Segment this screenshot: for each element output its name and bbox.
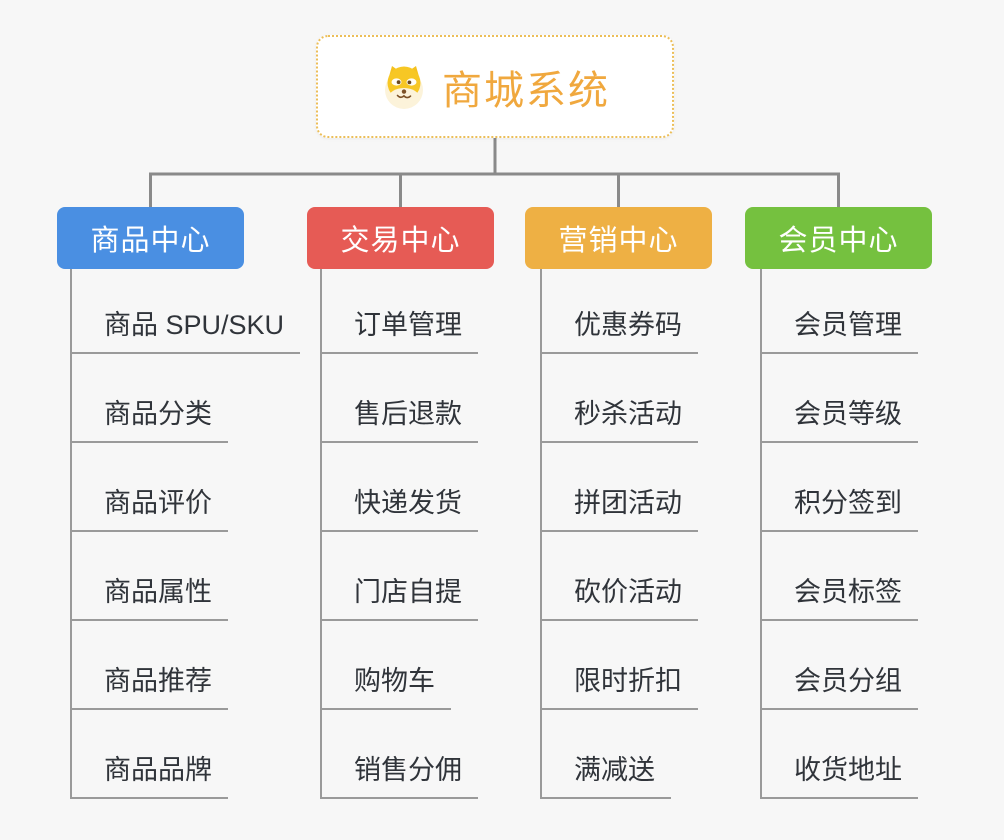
- child-cell: 会员标签: [762, 532, 918, 621]
- child-cell: 销售分佣: [322, 710, 478, 799]
- child-node[interactable]: 积分签到: [762, 481, 918, 532]
- child-node[interactable]: 会员分组: [762, 659, 918, 710]
- child-cell: 快递发货: [322, 443, 478, 532]
- child-cell: 收货地址: [762, 710, 918, 799]
- doge-icon: [385, 65, 423, 109]
- branch-marketing-center[interactable]: 营销中心: [525, 207, 712, 269]
- child-cell: 会员分组: [762, 621, 918, 710]
- branch-product-center[interactable]: 商品中心: [57, 207, 244, 269]
- child-cell: 门店自提: [322, 532, 478, 621]
- child-node[interactable]: 订单管理: [322, 303, 478, 354]
- branch-trade-center[interactable]: 交易中心: [307, 207, 494, 269]
- child-node[interactable]: 快递发货: [322, 481, 478, 532]
- child-cell: 会员等级: [762, 354, 918, 443]
- child-cell: 购物车: [322, 621, 478, 710]
- child-cell: 积分签到: [762, 443, 918, 532]
- child-node[interactable]: 秒杀活动: [542, 392, 698, 443]
- child-cell: 优惠券码: [542, 265, 698, 354]
- child-cell: 满减送: [542, 710, 698, 799]
- root-title: 商城系统: [442, 68, 610, 113]
- child-node[interactable]: 满减送: [542, 748, 671, 799]
- child-cell: 会员管理: [762, 265, 918, 354]
- child-node[interactable]: 砍价活动: [542, 570, 698, 621]
- child-node[interactable]: 售后退款: [322, 392, 478, 443]
- child-node[interactable]: 会员标签: [762, 570, 918, 621]
- child-node[interactable]: 限时折扣: [542, 659, 698, 710]
- child-node[interactable]: 销售分佣: [322, 748, 478, 799]
- child-node[interactable]: 商品推荐: [72, 659, 228, 710]
- child-node[interactable]: 会员等级: [762, 392, 918, 443]
- children-trade-center: 订单管理 售后退款 快递发货 门店自提 购物车 销售分佣: [320, 265, 478, 799]
- child-node[interactable]: 商品分类: [72, 392, 228, 443]
- children-marketing-center: 优惠券码 秒杀活动 拼团活动 砍价活动 限时折扣 满减送: [540, 265, 698, 799]
- child-node[interactable]: 优惠券码: [542, 303, 698, 354]
- child-node[interactable]: 收货地址: [762, 748, 918, 799]
- child-cell: 商品 SPU/SKU: [72, 265, 301, 354]
- child-cell: 砍价活动: [542, 532, 698, 621]
- child-node[interactable]: 会员管理: [762, 303, 918, 354]
- root-node[interactable]: 商城系统: [316, 35, 674, 138]
- connector-group: [149, 136, 840, 210]
- child-cell: 商品分类: [72, 354, 300, 443]
- branch-label: 会员中心: [778, 225, 899, 257]
- child-cell: 商品品牌: [72, 710, 300, 799]
- branch-member-center[interactable]: 会员中心: [745, 207, 932, 269]
- child-cell: 商品评价: [72, 443, 300, 532]
- child-cell: 商品属性: [72, 532, 300, 621]
- branch-label: 商品中心: [90, 225, 211, 257]
- child-node[interactable]: 商品属性: [72, 570, 228, 621]
- child-node[interactable]: 商品 SPU/SKU: [72, 303, 301, 354]
- child-cell: 拼团活动: [542, 443, 698, 532]
- child-node[interactable]: 拼团活动: [542, 481, 698, 532]
- child-cell: 订单管理: [322, 265, 478, 354]
- branch-label: 交易中心: [340, 225, 461, 257]
- children-member-center: 会员管理 会员等级 积分签到 会员标签 会员分组 收货地址: [760, 265, 918, 799]
- child-node[interactable]: 门店自提: [322, 570, 478, 621]
- child-cell: 限时折扣: [542, 621, 698, 710]
- child-node[interactable]: 商品评价: [72, 481, 228, 532]
- child-node[interactable]: 商品品牌: [72, 748, 228, 799]
- child-cell: 商品推荐: [72, 621, 300, 710]
- child-cell: 秒杀活动: [542, 354, 698, 443]
- branch-label: 营销中心: [558, 225, 679, 257]
- child-node[interactable]: 购物车: [322, 659, 451, 710]
- children-product-center: 商品 SPU/SKU 商品分类 商品评价 商品属性 商品推荐 商品品牌: [70, 265, 301, 799]
- child-cell: 售后退款: [322, 354, 478, 443]
